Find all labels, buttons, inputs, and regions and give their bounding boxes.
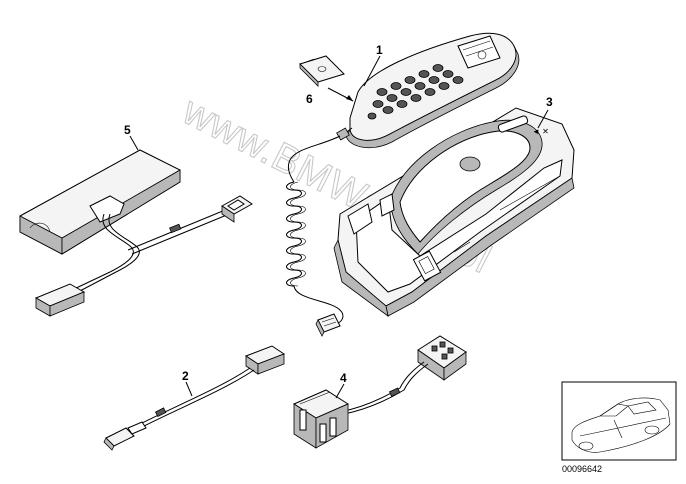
part-label-6: 6: [306, 92, 313, 106]
part-1-handset[interactable]: [286, 32, 520, 337]
leader-line-4: [335, 383, 345, 399]
leader-line-1: [363, 55, 381, 87]
leader-line-2: [185, 381, 193, 397]
car-thumbnail-icon: [561, 381, 677, 461]
part-label-5: 5: [124, 123, 131, 137]
leader-line-3: [537, 109, 549, 129]
reference-number: 00096642: [562, 464, 602, 474]
part-label-1: 1: [376, 43, 383, 57]
arrow-head-6: [346, 95, 353, 101]
handset-plug: [315, 313, 341, 337]
coiled-cord: [286, 181, 306, 287]
part-5-module[interactable]: [19, 149, 253, 317]
part-label-4: 4: [340, 371, 347, 385]
part-3-cradle[interactable]: ◄ ✕: [333, 107, 575, 317]
part-label-3: 3: [546, 95, 553, 109]
part-label-2: 2: [182, 369, 189, 383]
part-2-adapter-cable[interactable]: [103, 345, 286, 451]
part-6-clip[interactable]: [299, 55, 345, 87]
svg-text:◄ ✕: ◄ ✕: [532, 127, 549, 136]
part-4-harness[interactable]: [292, 335, 467, 449]
leader-line-5: [129, 135, 139, 151]
